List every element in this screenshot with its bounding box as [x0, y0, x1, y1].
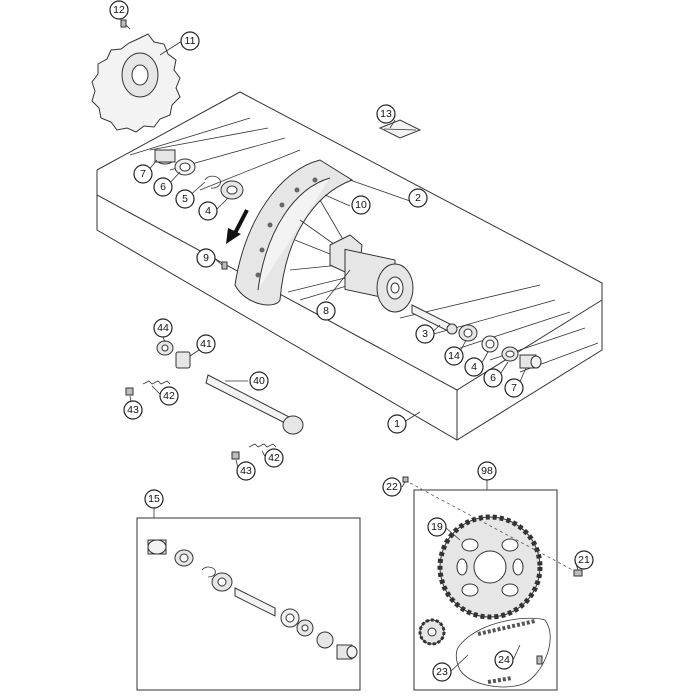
svg-text:9: 9: [203, 252, 209, 264]
svg-text:43: 43: [240, 465, 252, 477]
callout-14: 14: [444, 346, 464, 366]
callout-7-right: 7: [504, 378, 524, 398]
svg-text:13: 13: [380, 108, 392, 120]
sprocket-bolt: [573, 569, 583, 577]
brake-disc-screw: [120, 19, 127, 28]
callout-42-lower: 42: [264, 448, 284, 468]
callout-6-left: 6: [153, 177, 173, 197]
rear-sprocket: [437, 514, 543, 620]
svg-text:2: 2: [415, 192, 421, 204]
svg-text:24: 24: [498, 654, 510, 666]
callout-9: 9: [196, 248, 216, 268]
callout-22: 22: [382, 477, 402, 497]
callout-5: 5: [175, 189, 195, 209]
axle-assembly: [125, 340, 304, 460]
svg-text:12: 12: [113, 4, 125, 16]
callout-21: 21: [574, 550, 594, 570]
callout-4-right: 4: [464, 357, 484, 377]
svg-text:41: 41: [200, 338, 212, 350]
svg-text:1: 1: [394, 418, 400, 430]
svg-text:21: 21: [578, 554, 590, 566]
svg-text:10: 10: [355, 199, 367, 211]
sprocket-bolt-axis: [409, 482, 583, 576]
sprocket-nut: [402, 476, 409, 483]
svg-text:42: 42: [268, 452, 280, 464]
rotation-direction-arrow: [226, 209, 249, 244]
svg-text:7: 7: [511, 382, 517, 394]
callout-1: 1: [387, 414, 407, 434]
callout-41: 41: [196, 334, 216, 354]
left-spacer-stack: [154, 149, 244, 200]
callout-43-upper: 43: [123, 400, 143, 420]
svg-text:23: 23: [436, 666, 448, 678]
svg-text:8: 8: [323, 305, 329, 317]
callout-40: 40: [249, 371, 269, 391]
svg-text:6: 6: [490, 372, 496, 384]
svg-text:44: 44: [157, 322, 169, 334]
svg-text:7: 7: [140, 168, 146, 180]
callout-24: 24: [494, 650, 514, 670]
callout-4-left: 4: [198, 201, 218, 221]
callout-13: 13: [376, 104, 396, 124]
svg-text:15: 15: [148, 493, 160, 505]
callout-23: 23: [432, 662, 452, 682]
svg-text:4: 4: [471, 361, 477, 373]
svg-text:19: 19: [431, 521, 443, 533]
svg-text:40: 40: [253, 375, 265, 387]
svg-text:43: 43: [127, 404, 139, 416]
brake-disc: [91, 33, 181, 133]
svg-text:5: 5: [182, 193, 188, 205]
callout-11: 11: [180, 31, 200, 51]
hub-spacer: [411, 304, 458, 335]
hub-bearing-kit-parts: [147, 539, 358, 660]
callout-3: 3: [415, 324, 435, 344]
callout-8: 8: [316, 301, 336, 321]
svg-text:22: 22: [386, 481, 398, 493]
callout-44: 44: [153, 318, 173, 338]
callout-2: 2: [408, 188, 428, 208]
svg-text:98: 98: [481, 465, 493, 477]
callout-42-upper: 42: [159, 386, 179, 406]
callout-12: 12: [109, 0, 129, 20]
svg-text:14: 14: [448, 350, 460, 362]
callout-98: 98: [477, 461, 497, 481]
callout-15: 15: [144, 489, 164, 509]
right-spacer-stack: [458, 324, 542, 369]
svg-text:4: 4: [205, 205, 211, 217]
callout-7-left: 7: [133, 164, 153, 184]
wheel-rim: [234, 159, 354, 306]
callout-19: 19: [427, 517, 447, 537]
wheel-hub: [329, 234, 414, 313]
svg-text:11: 11: [185, 35, 196, 47]
callout-6-right: 6: [483, 368, 503, 388]
rim-nipple: [221, 261, 228, 270]
svg-text:42: 42: [163, 390, 175, 402]
callout-10: 10: [351, 195, 371, 215]
callout-43-lower: 43: [236, 461, 256, 481]
assembly-guide-lines: [129, 117, 599, 373]
svg-text:3: 3: [422, 328, 428, 340]
wheel-assembly-frame: [96, 91, 603, 441]
svg-text:6: 6: [160, 181, 166, 193]
front-sprocket: [418, 618, 446, 646]
